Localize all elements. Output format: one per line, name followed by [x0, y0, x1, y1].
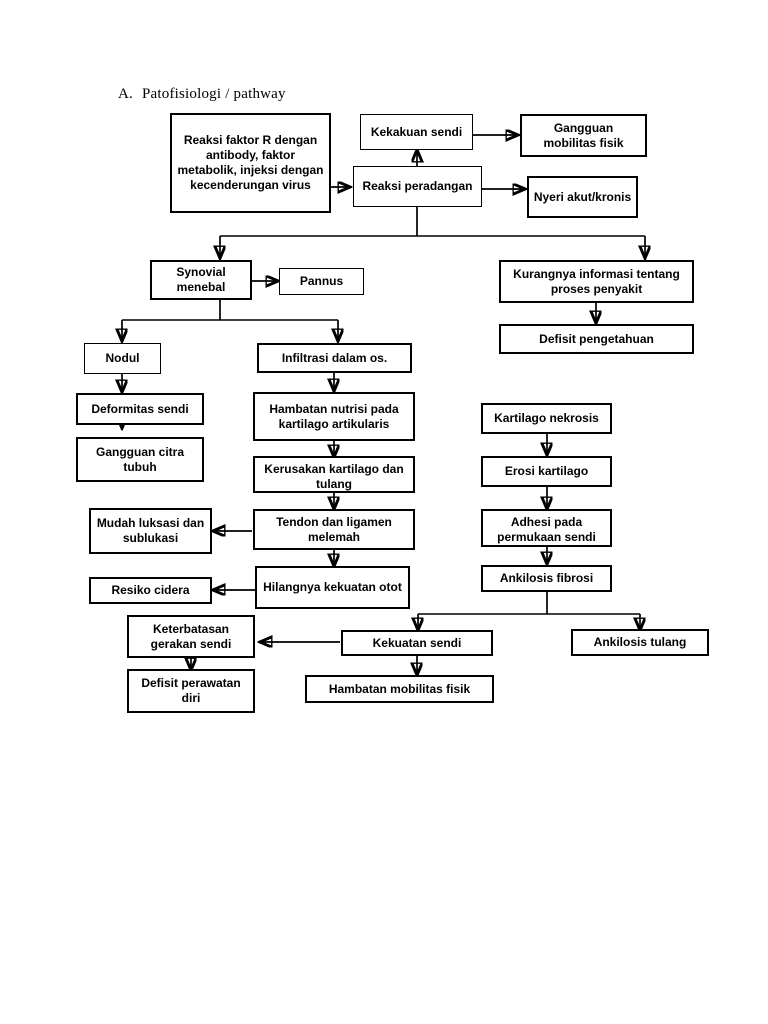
node-kurangnya-informasi[interactable]: Kurangnya informasi tentang proses penya… — [499, 260, 694, 303]
node-defisit-pengetahuan[interactable]: Defisit pengetahuan — [499, 324, 694, 354]
node-pannus[interactable]: Pannus — [279, 268, 364, 295]
node-kekuatan-sendi[interactable]: Kekuatan sendi — [341, 630, 493, 656]
node-ankilosis-fibrosi[interactable]: Ankilosis fibrosi — [481, 565, 612, 592]
node-hambatan-nutrisi[interactable]: Hambatan nutrisi pada kartilago artikula… — [253, 392, 415, 441]
node-kerusakan-kartilago[interactable]: Kerusakan kartilago dan tulang — [253, 456, 415, 493]
heading-letter: A. — [118, 86, 133, 102]
node-reaksi-peradangan[interactable]: Reaksi peradangan — [353, 166, 482, 207]
node-nyeri-akut-kronis[interactable]: Nyeri akut/kronis — [527, 176, 638, 218]
node-synovial-menebal[interactable]: Synovial menebal — [150, 260, 252, 300]
node-mudah-luksasi[interactable]: Mudah luksasi dan sublukasi — [89, 508, 212, 554]
node-hilangnya-kekuatan-otot[interactable]: Hilangnya kekuatan otot — [255, 566, 410, 609]
node-keterbatasan-gerakan-sendi[interactable]: Keterbatasan gerakan sendi — [127, 615, 255, 658]
page-title: A. Patofisiologi / pathway — [118, 86, 286, 103]
node-ankilosis-tulang[interactable]: Ankilosis tulang — [571, 629, 709, 656]
node-kartilago-nekrosis[interactable]: Kartilago nekrosis — [481, 403, 612, 434]
node-tendon-ligamen[interactable]: Tendon dan ligamen melemah — [253, 509, 415, 550]
node-adhesi-permukaan-sendi[interactable]: Adhesi pada permukaan sendi — [481, 509, 612, 547]
node-erosi-kartilago[interactable]: Erosi kartilago — [481, 456, 612, 487]
node-hambatan-mobilitas-fisik[interactable]: Hambatan mobilitas fisik — [305, 675, 494, 703]
node-nodul[interactable]: Nodul — [84, 343, 161, 374]
heading-text: Patofisiologi / pathway — [141, 86, 286, 102]
node-gangguan-citra-tubuh[interactable]: Gangguan citra tubuh — [76, 437, 204, 482]
node-resiko-cidera[interactable]: Resiko cidera — [89, 577, 212, 604]
node-kekakuan-sendi[interactable]: Kekakuan sendi — [360, 114, 473, 150]
node-reaksi-faktor[interactable]: Reaksi faktor R dengan antibody, faktor … — [170, 113, 331, 213]
node-infiltrasi-dalam-os[interactable]: Infiltrasi dalam os. — [257, 343, 412, 373]
node-defisit-perawatan-diri[interactable]: Defisit perawatan diri — [127, 669, 255, 713]
node-gangguan-mobilitas-fisik[interactable]: Gangguan mobilitas fisik — [520, 114, 647, 157]
node-deformitas-sendi[interactable]: Deformitas sendi — [76, 393, 204, 425]
